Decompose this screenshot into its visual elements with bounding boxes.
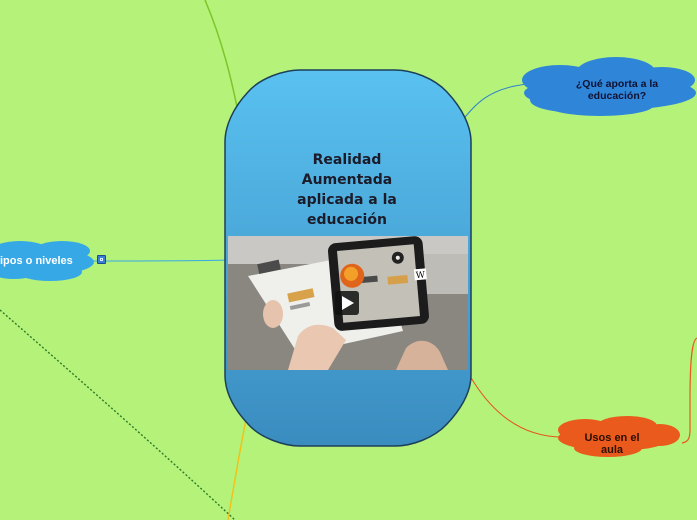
video-thumbnail[interactable]: W	[228, 236, 468, 370]
connector-tipos	[89, 259, 229, 262]
svg-text:W: W	[415, 270, 426, 281]
node-tipos-label: ipos o niveles	[0, 255, 73, 267]
central-node-title: Realidad Aumentada aplicada a la educaci…	[297, 152, 397, 228]
node-usos-cloud[interactable]	[558, 416, 680, 457]
connector-usos	[469, 375, 566, 438]
node-tipos-cloud[interactable]	[0, 241, 94, 281]
wikipedia-icon: W	[413, 268, 427, 281]
node-aporta-label: ¿Qué aporta a la educación?	[575, 78, 659, 102]
video-frame: W	[228, 236, 468, 370]
link-icon[interactable]	[97, 255, 106, 264]
play-icon[interactable]	[335, 291, 359, 315]
connector-top-green	[204, 0, 241, 123]
connector-right-orange	[681, 337, 697, 444]
node-usos-label: Usos en el aula	[584, 432, 640, 456]
connector-bottom-yellow	[227, 407, 249, 520]
connector-bottom-dotted	[0, 309, 236, 520]
connector-aporta	[460, 83, 529, 123]
node-aporta-cloud[interactable]	[522, 57, 696, 116]
